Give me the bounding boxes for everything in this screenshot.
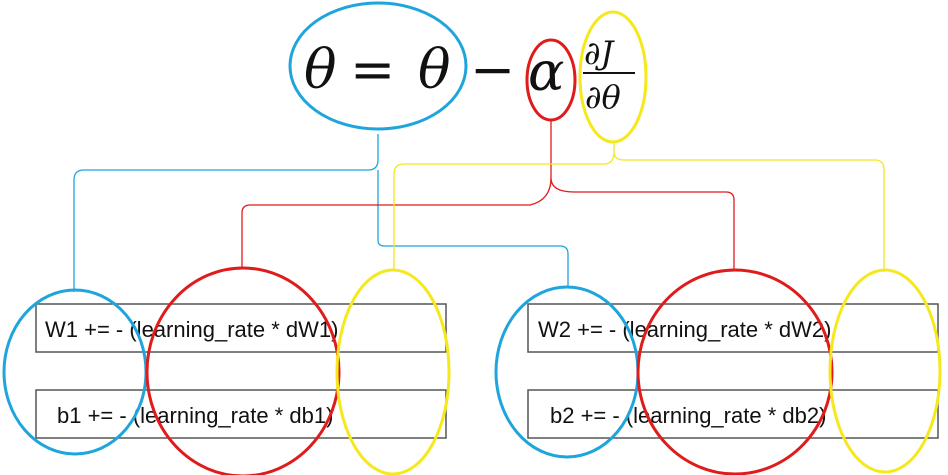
- formula-minus: −: [470, 38, 515, 101]
- code-box-w1: [35, 303, 447, 353]
- gradient-connector: [393, 143, 885, 272]
- code-line-b2: b2 += - (learning_rate * db2): [550, 403, 826, 428]
- formula-theta-lhs: θ: [304, 38, 337, 101]
- code-box-w2: [527, 303, 939, 353]
- formula-theta-rhs: θ: [418, 38, 451, 101]
- code-line-w2: W2 += - (learning_rate * dW2): [538, 317, 831, 342]
- gradient-highlight-ellipse: [578, 10, 648, 144]
- learning-rate-ellipse-right: [636, 268, 834, 475]
- formula-alpha: α: [528, 40, 564, 103]
- learning-rate-ellipse-left: [145, 266, 341, 475]
- formula-denominator: ∂θ: [585, 78, 621, 116]
- formula-numerator: ∂J: [584, 34, 616, 72]
- theta-highlight-ellipse: [288, 1, 468, 131]
- code-line-b1: b1 += - (learning_rate * db1): [57, 403, 333, 428]
- alpha-highlight-ellipse: [525, 38, 577, 122]
- formula-equals: =: [350, 38, 395, 101]
- alpha-connector: [241, 120, 735, 270]
- code-line-w1: W1 += - (learning_rate * dW1): [45, 317, 338, 342]
- dw2-db2-gradient-ellipse: [828, 268, 942, 474]
- code-box-b2: [527, 389, 939, 439]
- theta-connector: [73, 134, 569, 292]
- code-box-b1: [35, 389, 447, 439]
- dw1-db1-gradient-ellipse: [335, 268, 451, 475]
